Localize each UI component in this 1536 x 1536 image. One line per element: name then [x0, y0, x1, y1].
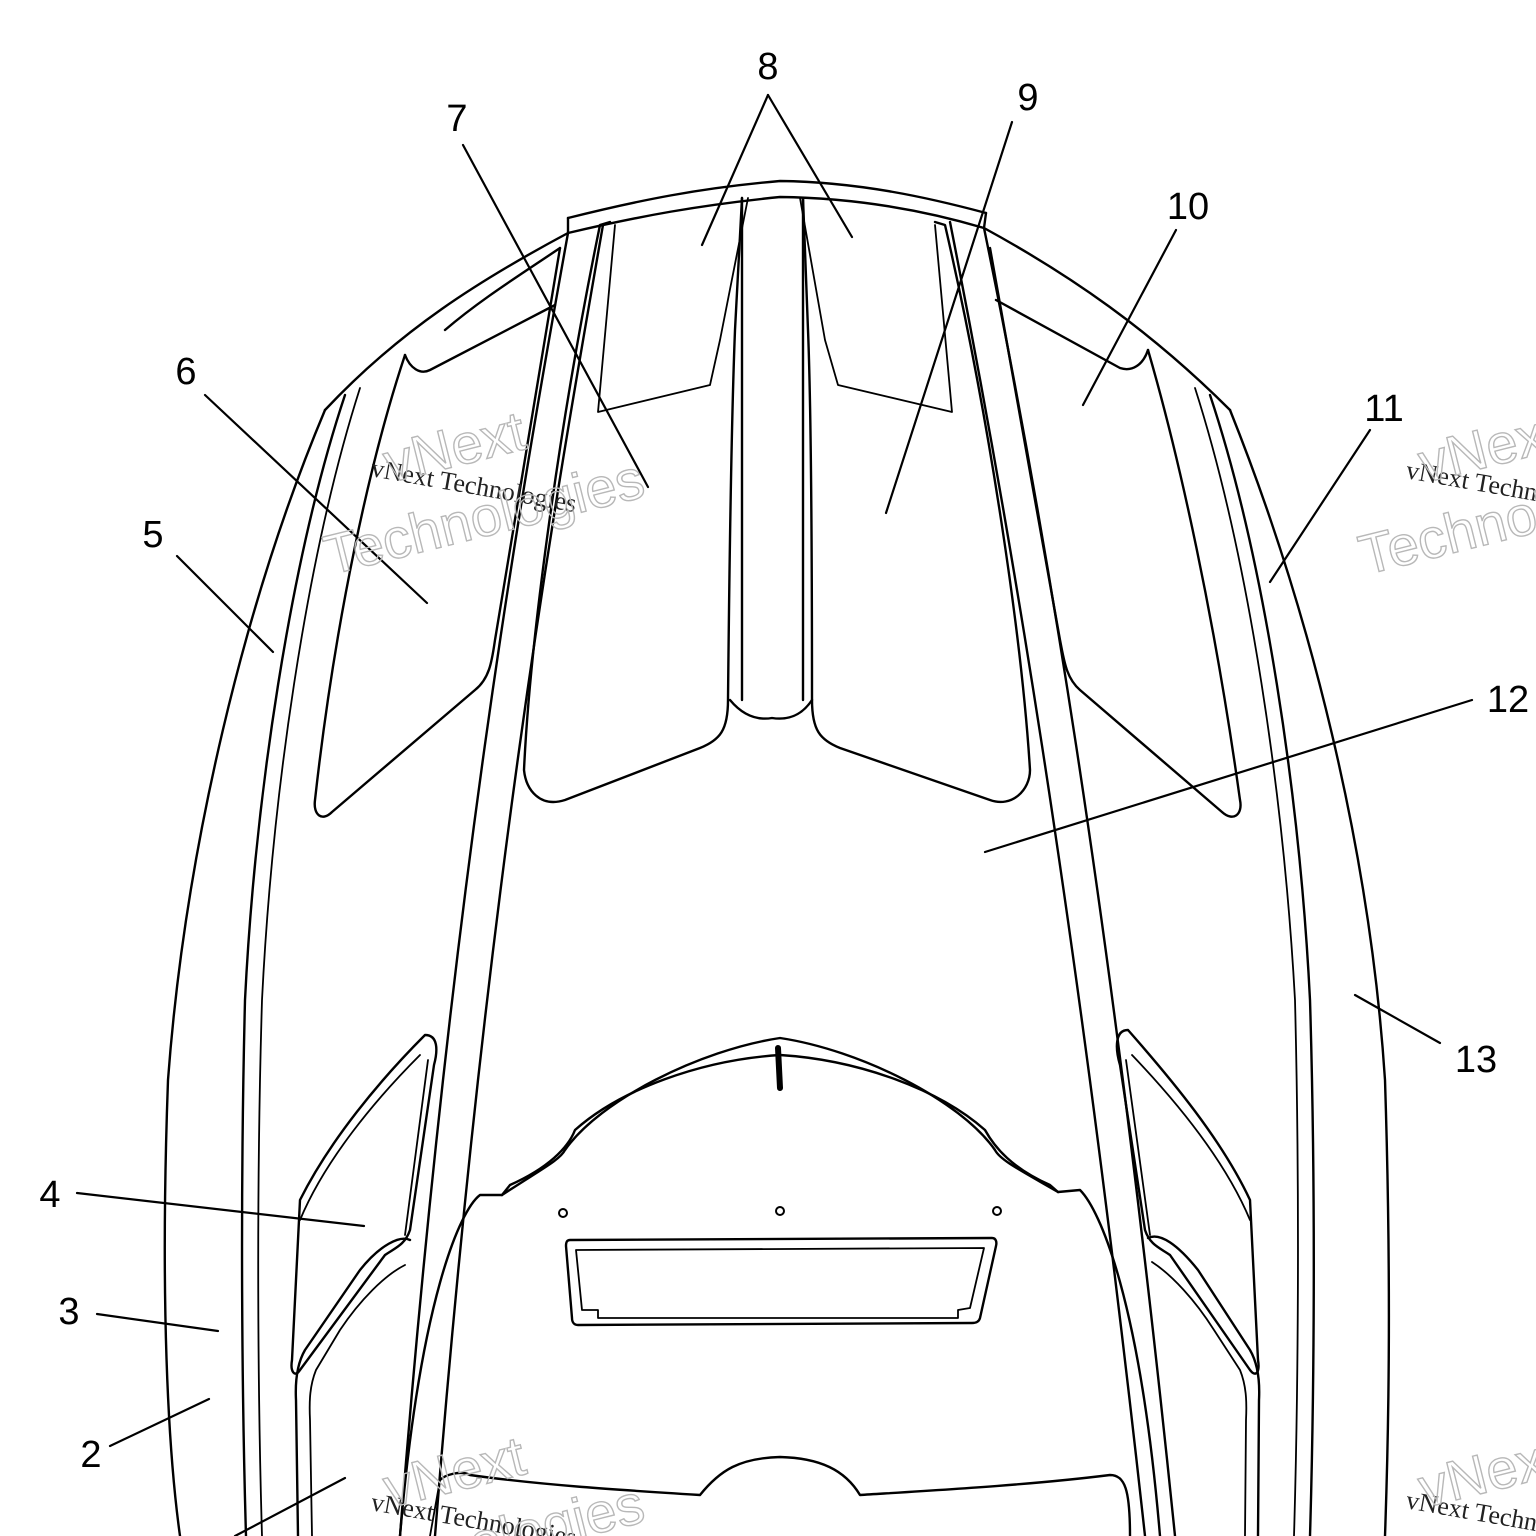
leader-3: [95, 1312, 220, 1333]
leader-11: [1268, 428, 1372, 584]
callout-11: 11: [1364, 388, 1403, 430]
windshield-area: [398, 1036, 1162, 1536]
leader-4: [75, 1191, 366, 1228]
callout-3: 3: [58, 1291, 79, 1333]
leader-12: [983, 698, 1474, 854]
leader-lines: [75, 93, 1474, 1536]
callout-12: 12: [1487, 679, 1529, 721]
hood-outline: [163, 179, 1391, 1536]
leader-6: [203, 393, 429, 605]
callout-5: 5: [142, 514, 163, 556]
side-window-decals: [313, 246, 1242, 818]
callout-6: 6: [175, 351, 196, 393]
lower-side-vents: [290, 1028, 1261, 1536]
callout-4: 4: [39, 1174, 60, 1216]
leader-13: [1353, 993, 1442, 1045]
watermark-outline-bottom-left: vNext Technologies: [317, 1423, 651, 1536]
leader-5: [175, 554, 275, 654]
callout-2: 2: [80, 1434, 101, 1476]
leader-1: [233, 1476, 347, 1536]
leader-2: [108, 1397, 211, 1448]
callout-8: 8: [757, 46, 778, 88]
callout-13: 13: [1455, 1039, 1497, 1081]
callout-10: 10: [1167, 186, 1209, 228]
leader-10: [1081, 228, 1178, 407]
leader-9: [884, 120, 1014, 515]
callout-labels: 8 9 7 10 6 11 5 12 13 4 3 2: [39, 46, 1529, 1476]
watermarks: vNext Technologies vNext Technologies vN…: [317, 398, 1536, 1536]
upper-decals: [522, 196, 1032, 803]
callout-9: 9: [1017, 77, 1038, 119]
leader-8a: [700, 93, 770, 247]
leader-8b: [766, 93, 854, 239]
callout-7: 7: [446, 98, 467, 140]
leader-7: [461, 143, 650, 489]
